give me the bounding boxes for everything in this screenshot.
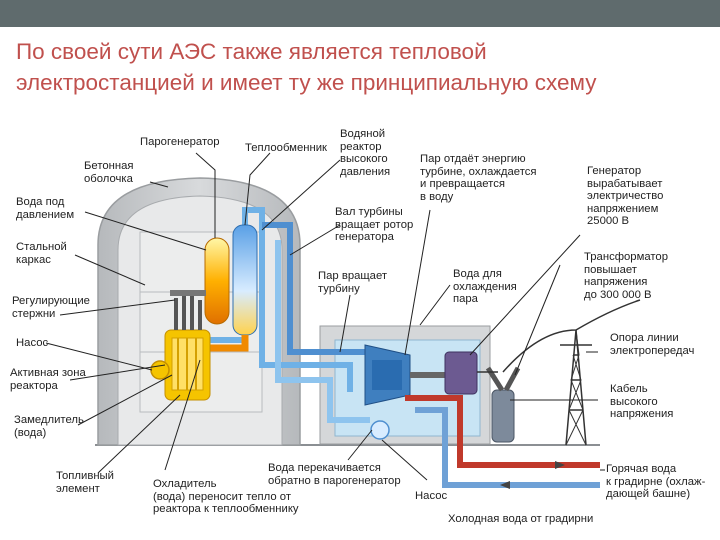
cold-water-pipe: [415, 407, 600, 488]
label-active-zone: Активная зона реактора: [10, 367, 86, 392]
transformer: [485, 366, 521, 443]
page-title: По своей сути АЭС также является теплово…: [16, 36, 706, 98]
label-heat-exchanger: Теплообменник: [245, 142, 327, 154]
title-line-1: По своей сути АЭС также является теплово…: [16, 39, 487, 64]
leader-lines: [45, 152, 605, 481]
power-pylon: [560, 329, 592, 446]
label-pump-bottom: Насос: [415, 490, 448, 502]
label-water-pumped-back: Вода перекачивается обратно в парогенера…: [268, 462, 401, 487]
label-cooling-water: Вода для охлаждения пара: [453, 268, 517, 305]
label-generator-produces: Генератор вырабатывает электричество нап…: [587, 165, 664, 227]
hot-water-pipe: [405, 395, 600, 468]
condensate-pipe: [275, 240, 370, 423]
control-rods: [170, 290, 206, 330]
pump-left-icon: [150, 360, 170, 380]
label-control-rods: Регулирующие стержни: [12, 295, 90, 320]
pump-bottom-icon: [370, 420, 390, 440]
hot-leg-pipe: [200, 335, 249, 352]
label-turbine-shaft: Вал турбины вращает ротор генератора: [335, 206, 414, 243]
steam-generator: [204, 237, 230, 325]
title-line-2: электростанцией и имеет ту же принципиал…: [16, 70, 597, 95]
label-coolant: Охладитель (вода) переносит тепло от реа…: [153, 478, 299, 515]
label-hot-water: Горячая вода к градирне (охлаж- дающей б…: [606, 463, 706, 500]
label-power-line-support: Опора линии электропередач: [610, 332, 695, 357]
top-bar: [0, 0, 720, 27]
heat-exchanger: [232, 224, 258, 336]
label-moderator: Замедлитель (вода): [14, 414, 84, 439]
steam-pipe: [262, 222, 380, 355]
label-concrete-shell: Бетонная оболочка: [84, 160, 134, 185]
label-water-under-pressure: Вода под давлением: [16, 196, 75, 221]
label-steam-rotates-turbine: Пар вращает турбину: [318, 270, 388, 295]
label-transformer: Трансформатор повышает напряжения до 300…: [584, 251, 668, 301]
cold-water-arrow: [500, 481, 510, 489]
turbine: [364, 344, 411, 406]
hot-water-arrow: [555, 461, 565, 469]
label-steam-gives-energy: Пар отдаёт энергию турбине, охлаждается …: [420, 153, 537, 203]
label-water-reactor: Водяной реактор высокого давления: [340, 128, 391, 178]
reactor-core: [164, 329, 211, 401]
turbine-shaft: [410, 372, 445, 378]
label-cold-water: Холодная вода от градирни: [448, 513, 594, 525]
label-pump-left: Насос: [16, 337, 49, 349]
label-hv-cable: Кабель высокого напряжения: [610, 383, 674, 420]
label-steel-frame: Стальной каркас: [16, 241, 67, 266]
generator: [444, 351, 478, 395]
label-steam-generator: Парогенератор: [140, 136, 220, 148]
label-fuel-element: Топливный элемент: [56, 470, 114, 495]
